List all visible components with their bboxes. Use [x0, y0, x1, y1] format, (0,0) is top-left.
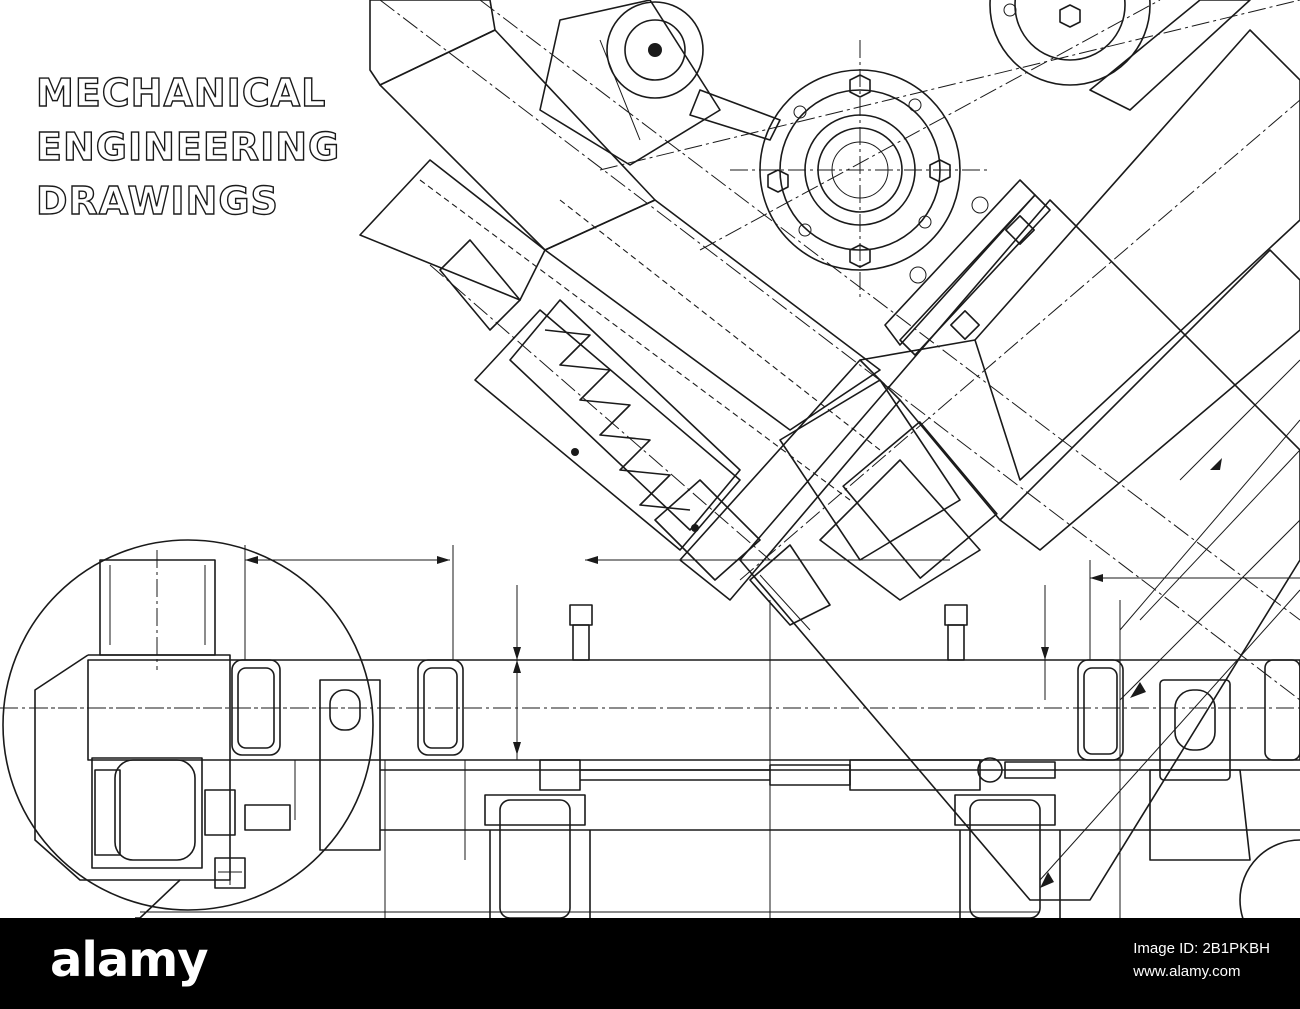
title-line-1: MECHANICAL: [36, 71, 326, 115]
right-bracket: [1149, 679, 1300, 918]
support-cylinders: [484, 794, 1061, 918]
dimension-lines: [244, 545, 1300, 918]
spring-damper: [429, 239, 771, 581]
watermark-footer: alamy Image ID: 2B1PKBH www.alamy.com: [0, 918, 1300, 1009]
top-flange: [989, 0, 1151, 86]
detail-view-circle: [2, 539, 1040, 918]
engineering-drawing: MECHANICAL ENGINEERING DRAWINGS: [0, 0, 1300, 918]
diagonal-machine-body: [359, 0, 1300, 901]
flange-assembly: [730, 40, 990, 300]
title-line-2: ENGINEERING: [36, 125, 340, 169]
beam-bolts: [569, 604, 968, 661]
drawing-title: MECHANICAL ENGINEERING DRAWINGS: [35, 70, 340, 223]
blueprint-canvas: MECHANICAL ENGINEERING DRAWINGS: [0, 0, 1300, 918]
title-line-3: DRAWINGS: [36, 179, 279, 223]
footer-info: Image ID: 2B1PKBH www.alamy.com: [1133, 940, 1270, 980]
side-bolted-flange: [884, 179, 1051, 356]
lower-bolt: [749, 544, 831, 631]
image-id-text: Image ID: 2B1PKBH: [1133, 940, 1270, 957]
valve-actuator: [539, 0, 781, 166]
footer-url-text: www.alamy.com: [1133, 963, 1241, 980]
alamy-logo: alamy: [50, 932, 209, 988]
actuator-rod: [539, 757, 1056, 791]
